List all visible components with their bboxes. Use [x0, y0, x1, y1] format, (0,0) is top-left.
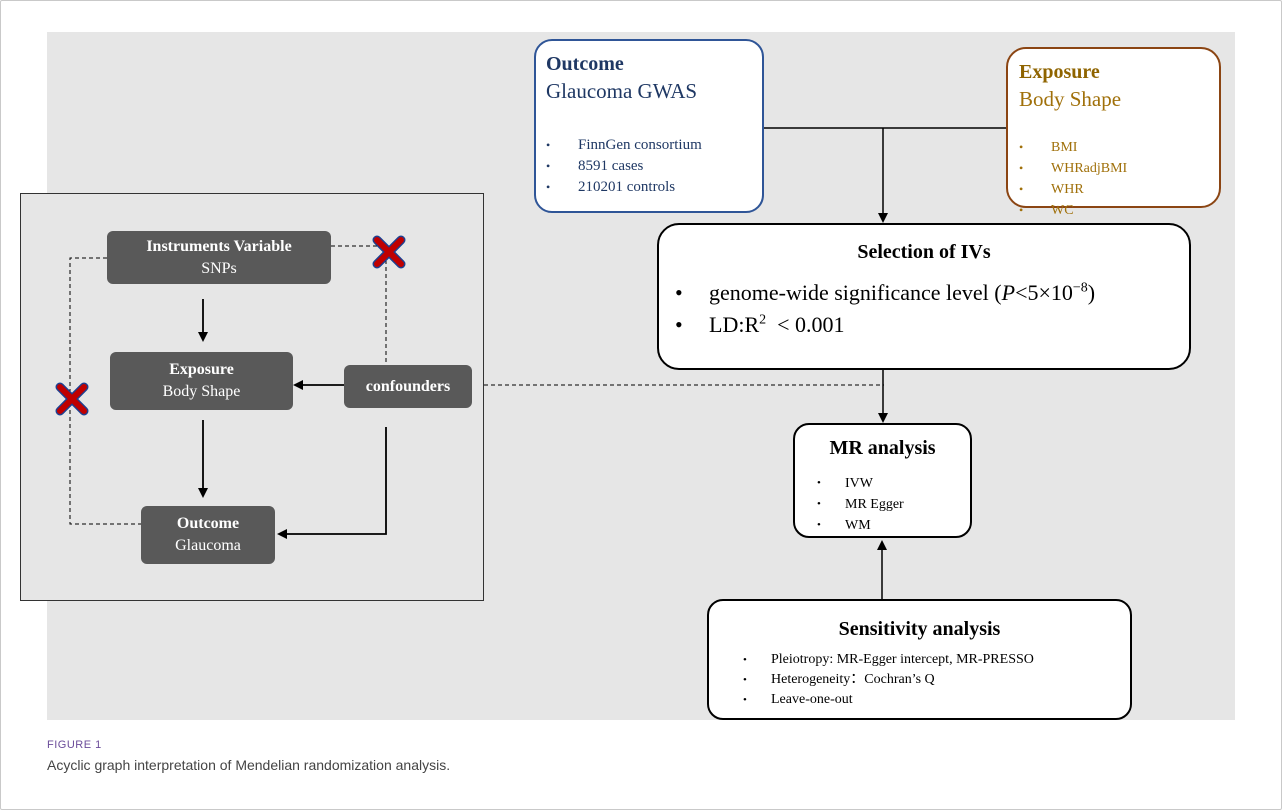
node-subtitle: Glaucoma — [175, 537, 241, 554]
selection-item-ld: •LD:R2 < 0.001 — [675, 312, 845, 337]
list-item: WHRadjBMI — [1019, 158, 1127, 179]
outcome-list: FinnGen consortium 8591 cases 210201 con… — [546, 135, 702, 198]
exposure-box: Exposure Body Shape BMI WHRadjBMI WHR WC — [1006, 47, 1221, 221]
list-item: FinnGen consortium — [546, 135, 702, 156]
node-title: Instruments Variable — [146, 237, 292, 255]
mr-analysis-title: MR analysis — [829, 437, 936, 459]
figure-caption: Acyclic graph interpretation of Mendelia… — [47, 757, 451, 773]
selection-title: Selection of IVs — [857, 241, 991, 263]
list-item: BMI — [1019, 137, 1127, 158]
node-title: confounders — [365, 377, 451, 395]
list-item: WHR — [1019, 179, 1127, 200]
list-item: Leave-one-out — [743, 690, 1034, 710]
list-item: WC — [1019, 200, 1127, 221]
node-instruments-variable: Instruments Variable SNPs — [107, 231, 331, 284]
list-item: 210201 controls — [546, 177, 702, 198]
sensitivity-list: Pleiotropy: MR-Egger intercept, MR-PRESS… — [743, 650, 1034, 710]
list-item: Pleiotropy: MR-Egger intercept, MR-PRESS… — [743, 650, 1034, 670]
node-confounders: confounders — [344, 365, 472, 408]
outcome-heading: Outcome — [546, 53, 624, 75]
outcome-box: Outcome Glaucoma GWAS FinnGen consortium… — [534, 39, 764, 213]
node-subtitle: SNPs — [201, 259, 237, 277]
mr-analysis-box: MR analysis IVW MR Egger WM — [793, 423, 972, 538]
list-item: Heterogeneity：Cochran’s Q — [743, 670, 1034, 690]
figure-label: FIGURE 1 — [47, 739, 102, 751]
list-item: IVW — [817, 473, 904, 494]
selection-box: Selection of IVs •genome-wide significan… — [657, 223, 1191, 370]
node-outcome: Outcome Glaucoma — [141, 506, 275, 564]
list-item: WM — [817, 515, 904, 536]
exposure-list: BMI WHRadjBMI WHR WC — [1019, 137, 1127, 221]
list-item: 8591 cases — [546, 156, 702, 177]
node-subtitle: Body Shape — [162, 383, 241, 400]
outcome-subtitle: Glaucoma GWAS — [546, 79, 698, 103]
sensitivity-title: Sensitivity analysis — [838, 618, 1001, 640]
exposure-subtitle: Body Shape — [1019, 87, 1122, 111]
node-exposure: Exposure Body Shape — [110, 352, 293, 410]
list-item: MR Egger — [817, 494, 904, 515]
selection-item-significance: •genome-wide significance level (P<5×10−… — [675, 280, 1096, 305]
sensitivity-box: Sensitivity analysis Pleiotropy: MR-Egge… — [707, 599, 1132, 720]
exposure-heading: Exposure — [1019, 61, 1100, 83]
node-title: Exposure — [169, 361, 234, 378]
mr-analysis-list: IVW MR Egger WM — [817, 473, 904, 536]
node-title: Outcome — [176, 515, 240, 532]
